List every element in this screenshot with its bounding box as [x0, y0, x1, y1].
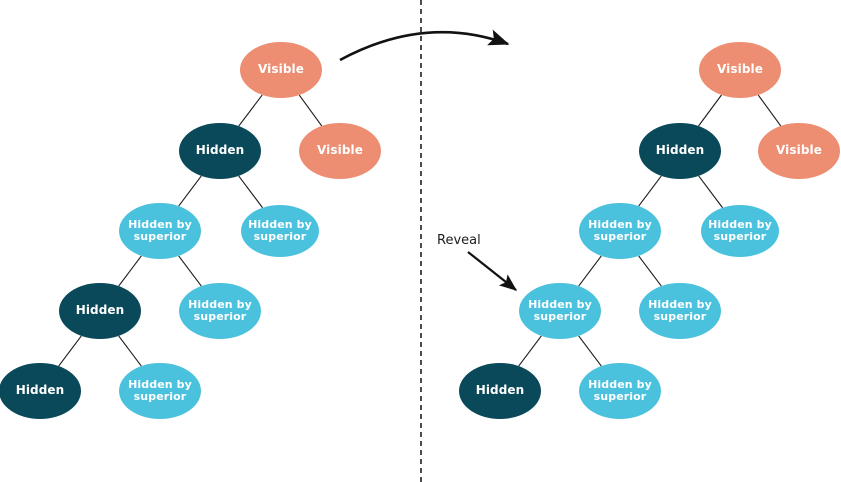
- tree-node-label: Hidden: [195, 143, 245, 158]
- tree-node-visible[interactable]: Visible: [240, 42, 322, 98]
- tree-edge: [118, 335, 142, 367]
- tree-node-hidden-by-superior[interactable]: Hidden by superior: [119, 363, 201, 419]
- tree-edge: [298, 94, 323, 127]
- tree-edge: [178, 255, 202, 287]
- tree-node-hidden-by-superior[interactable]: Hidden by superior: [179, 283, 261, 339]
- tree-node-hidden[interactable]: Hidden: [459, 363, 541, 419]
- tree-edge: [698, 175, 723, 209]
- tree-node-label: Hidden by superior: [648, 297, 712, 323]
- right-tree-edges: [518, 94, 782, 367]
- tree-node-label: Hidden: [475, 383, 525, 398]
- tree-edge: [578, 335, 602, 367]
- transform-arrow: [339, 29, 510, 62]
- tree-node-label: Hidden by superior: [128, 217, 192, 243]
- tree-node-label: Hidden by superior: [528, 297, 592, 323]
- tree-node-visible[interactable]: Visible: [699, 42, 781, 98]
- tree-node-label: Hidden by superior: [128, 377, 192, 403]
- tree-node-hidden-by-superior[interactable]: Hidden by superior: [579, 203, 661, 259]
- tree-edge: [518, 335, 542, 367]
- tree-node-label: Hidden by superior: [588, 217, 652, 243]
- tree-node-label: Hidden: [15, 383, 65, 398]
- tree-node-label: Hidden by superior: [188, 297, 252, 323]
- tree-node-hidden[interactable]: Hidden: [639, 123, 721, 179]
- tree-edge: [638, 175, 662, 207]
- tree-edge: [178, 175, 202, 207]
- tree-edge: [238, 175, 263, 209]
- tree-node-hidden-by-superior[interactable]: Hidden by superior: [119, 203, 201, 259]
- reveal-annotation-label: Reveal: [437, 233, 481, 248]
- tree-node-label: Hidden by superior: [708, 217, 772, 243]
- tree-node-label: Hidden: [655, 143, 705, 158]
- tree-edge: [757, 94, 782, 127]
- tree-edge: [638, 255, 662, 287]
- tree-node-label: Visible: [717, 62, 763, 77]
- tree-node-hidden-by-superior[interactable]: Hidden by superior: [701, 205, 779, 257]
- tree-node-hidden[interactable]: Hidden: [59, 283, 141, 339]
- tree-node-label: Visible: [258, 62, 304, 77]
- tree-node-label: Hidden: [75, 303, 125, 318]
- tree-edge: [118, 255, 142, 287]
- tree-node-hidden-by-superior[interactable]: Hidden by superior: [639, 283, 721, 339]
- tree-node-visible[interactable]: Visible: [758, 123, 840, 179]
- tree-node-hidden[interactable]: Hidden: [0, 363, 81, 419]
- tree-node-hidden[interactable]: Hidden: [179, 123, 261, 179]
- tree-edge: [58, 335, 82, 367]
- tree-node-hidden-by-superior[interactable]: Hidden by superior: [519, 283, 601, 339]
- tree-node-label: Visible: [317, 143, 363, 158]
- left-tree-edges: [58, 94, 323, 367]
- tree-edge: [238, 94, 263, 127]
- tree-node-hidden-by-superior[interactable]: Hidden by superior: [241, 205, 319, 257]
- tree-node-label: Visible: [776, 143, 822, 158]
- reveal-arrow: [467, 251, 518, 291]
- tree-node-label: Hidden by superior: [588, 377, 652, 403]
- tree-node-hidden-by-superior[interactable]: Hidden by superior: [579, 363, 661, 419]
- tree-node-visible[interactable]: Visible: [299, 123, 381, 179]
- tree-edge: [698, 94, 722, 127]
- tree-node-label: Hidden by superior: [248, 217, 312, 243]
- tree-edge: [578, 255, 602, 287]
